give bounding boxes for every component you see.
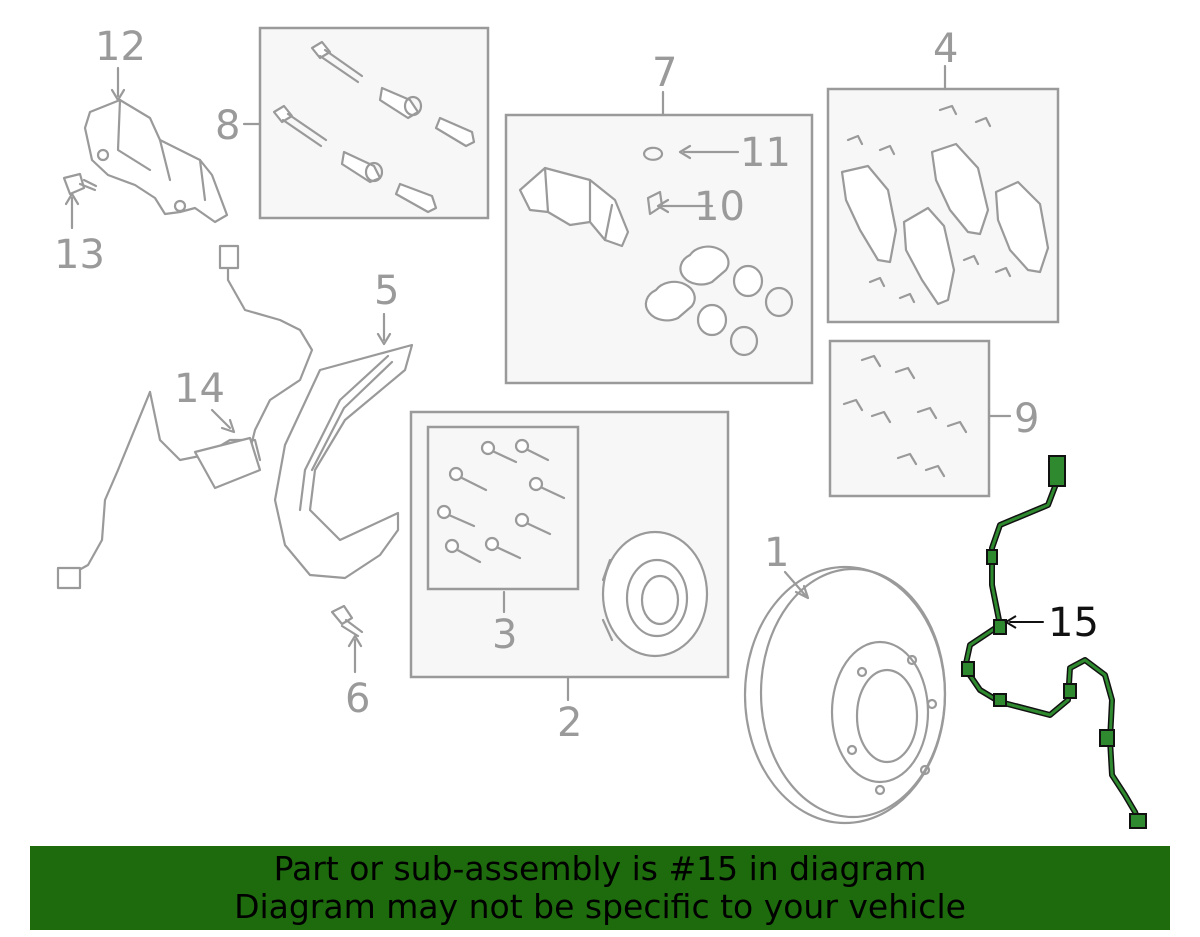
banner-line-2: Diagram may not be specific to your vehi…	[234, 887, 966, 926]
part-1-rotor	[743, 565, 947, 825]
callout-12: 12	[95, 24, 146, 70]
box-3-studs	[426, 425, 580, 591]
callout-6: 6	[345, 676, 370, 722]
callout-3: 3	[492, 612, 517, 658]
info-banner: Part or sub-assembly is #15 in diagram D…	[30, 846, 1170, 930]
leader-lines	[64, 64, 1044, 702]
part-13-bolt	[62, 172, 98, 196]
callout-14: 14	[174, 366, 225, 412]
callout-15: 15	[1048, 600, 1099, 646]
callout-13: 13	[54, 232, 105, 278]
part-8-guide-pins	[272, 40, 476, 214]
part-5-dust-shield	[273, 343, 414, 580]
callout-11: 11	[740, 130, 791, 176]
callout-1: 1	[764, 530, 789, 576]
callout-5: 5	[374, 268, 399, 314]
part-15-abs-sensor-wire	[961, 455, 1147, 829]
banner-line-1: Part or sub-assembly is #15 in diagram	[273, 849, 927, 888]
box-7-caliper	[504, 113, 814, 385]
part-14-brake-hose	[56, 244, 314, 590]
part-3-studs	[436, 438, 566, 564]
callout-10: 10	[694, 184, 745, 230]
part-2-hub	[601, 530, 709, 658]
part-6-bolt	[330, 604, 364, 638]
part-9-clips	[842, 354, 968, 478]
callout-9: 9	[1014, 396, 1039, 442]
callout-8: 8	[215, 103, 240, 149]
part-12-caliper-bracket	[83, 98, 229, 224]
part-4-brake-pads	[840, 104, 1050, 306]
part-7-caliper	[518, 146, 794, 357]
callout-7: 7	[652, 50, 677, 96]
callout-2: 2	[557, 700, 582, 746]
callout-4: 4	[933, 26, 958, 72]
box-9-clips	[828, 339, 991, 498]
